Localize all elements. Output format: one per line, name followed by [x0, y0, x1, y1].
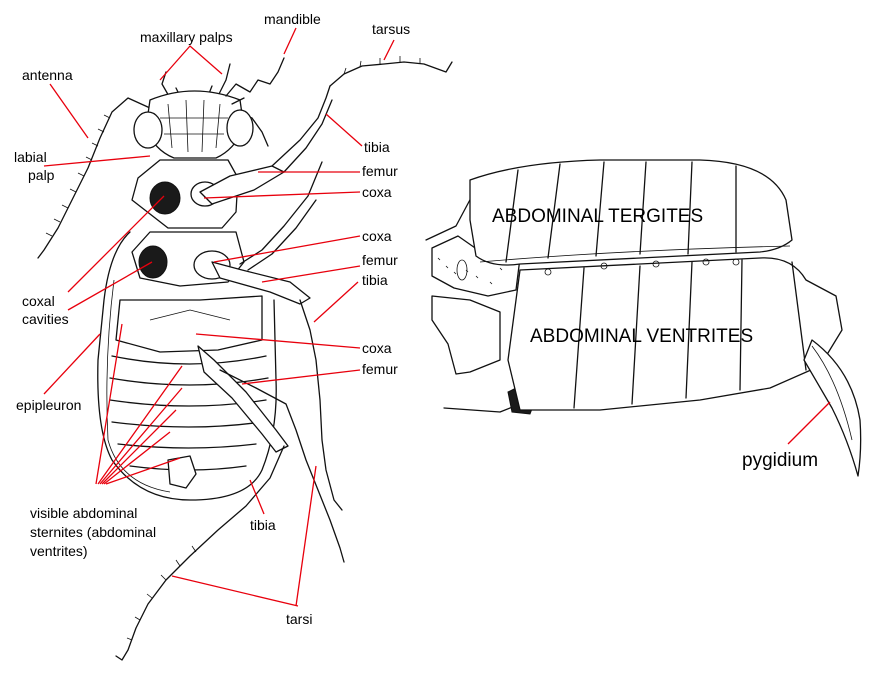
label-pointer-lines: [43, 27, 831, 607]
hind-leg-drawing: [197, 345, 289, 453]
label-femur-fore: femur: [362, 163, 398, 179]
antenna-drawing: [37, 97, 151, 259]
pointer-mandible: [283, 27, 297, 55]
pointer-tarsi: [171, 465, 317, 607]
pygidium-drawing: [803, 339, 862, 477]
label-sternites-1: visible abdominal: [30, 505, 137, 521]
pointer-maxillary-palps: [159, 45, 223, 81]
pointer-antenna: [49, 83, 89, 139]
labels-lateral-view: ABDOMINAL TERGITES ABDOMINAL VENTRITES p…: [492, 206, 818, 471]
lateral-abdomen-drawing: [425, 159, 862, 477]
label-tibia-mid: tibia: [362, 272, 388, 288]
pointer-coxal-cavities: [67, 195, 165, 311]
label-tibia-hind: tibia: [250, 517, 276, 533]
pointer-femur-mid: [261, 265, 361, 283]
label-sternites-2: sternites (abdominal: [30, 524, 156, 540]
label-epipleuron: epipleuron: [16, 397, 81, 413]
elytra-outline: [97, 231, 277, 501]
label-antenna: antenna: [22, 67, 73, 83]
pointer-sternites: [95, 323, 183, 485]
label-coxa-mid: coxa: [362, 228, 392, 244]
label-coxal: coxal: [22, 293, 55, 309]
label-palp: palp: [28, 167, 55, 183]
pointer-pygidium: [787, 401, 831, 445]
label-tarsi: tarsi: [286, 611, 312, 627]
label-sternites-3: ventrites): [30, 543, 88, 559]
mid-leg-drawing: [211, 261, 311, 305]
maxillary-palps-drawing: [161, 63, 231, 99]
label-femur-mid: femur: [362, 252, 398, 268]
pointer-tibia-mid: [313, 281, 359, 323]
pointer-tarsus: [383, 39, 395, 61]
fore-coxal-cavity: [149, 181, 181, 215]
mid-coxal-cavity: [138, 245, 168, 279]
pointer-coxa-hind: [195, 333, 361, 349]
pointer-femur-hind: [241, 369, 361, 385]
pointer-epipleuron: [43, 333, 101, 395]
label-pygidium: pygidium: [742, 450, 818, 471]
label-abdominal-tergites: ABDOMINAL TERGITES: [492, 206, 703, 227]
pointer-labial-palp: [43, 155, 151, 167]
pointer-coxa-mid: [213, 235, 361, 263]
labels-ventral-view: maxillary palps mandible tarsus antenna …: [14, 11, 410, 627]
pointer-tibia-hind: [249, 479, 265, 515]
ventral-beetle-drawing: [37, 56, 453, 661]
pointer-tibia-fore: [325, 113, 363, 147]
label-tarsus: tarsus: [372, 21, 410, 37]
ventrites-outline: [507, 257, 843, 411]
label-abdominal-ventrites: ABDOMINAL VENTRITES: [530, 326, 753, 347]
label-labial: labial: [14, 149, 47, 165]
label-coxa-fore: coxa: [362, 184, 392, 200]
label-femur-hind: femur: [362, 361, 398, 377]
label-cavities: cavities: [22, 311, 69, 327]
label-mandible: mandible: [264, 11, 321, 27]
label-maxillary-palps: maxillary palps: [140, 29, 233, 45]
label-tibia-fore: tibia: [364, 139, 390, 155]
mandible-drawing: [225, 57, 285, 105]
label-coxa-hind: coxa: [362, 340, 392, 356]
pointer-coxa-fore: [203, 191, 361, 199]
